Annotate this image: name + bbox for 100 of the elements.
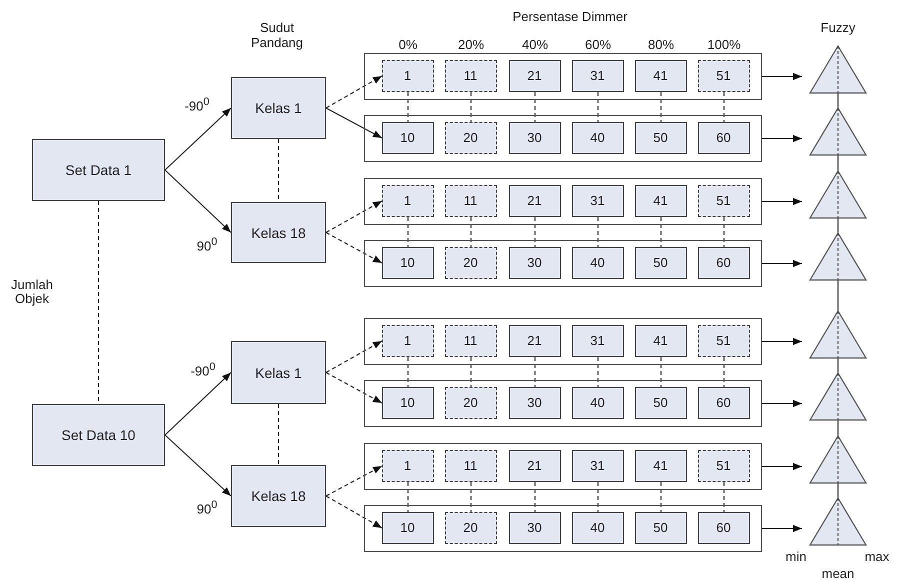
arrow xyxy=(326,76,382,108)
value-box: 31 xyxy=(572,324,624,356)
value-box: 10 xyxy=(382,386,434,418)
arrow xyxy=(762,338,802,346)
arrow xyxy=(326,108,382,138)
connector-line xyxy=(837,420,839,436)
edge-label: 90$^{0}$ xyxy=(196,500,218,516)
triangle-shape xyxy=(810,373,866,420)
connector-line xyxy=(98,201,100,404)
value-box: 31 xyxy=(572,184,624,216)
connector-line xyxy=(660,92,662,122)
connector-line xyxy=(837,93,839,108)
value-box: 40 xyxy=(572,246,624,278)
axis-title: Persentase Dimmer xyxy=(512,10,628,24)
column-label: 100% xyxy=(707,38,741,52)
column-label: 20% xyxy=(458,38,484,52)
value-box: 21 xyxy=(508,184,560,216)
arrow xyxy=(164,434,232,496)
connector-line xyxy=(534,357,536,387)
arrow xyxy=(164,170,232,233)
value-box: 40 xyxy=(572,122,624,154)
arrow xyxy=(762,524,802,532)
value-box: 31 xyxy=(572,60,624,92)
triangle-shape xyxy=(810,311,866,358)
arrow xyxy=(762,72,802,80)
edge-label: 90$^{0}$ xyxy=(196,236,218,254)
connector-line xyxy=(407,217,409,247)
connector-line xyxy=(407,92,409,122)
triangle-shape xyxy=(810,46,866,93)
edge-label: -90$^{0}$ xyxy=(190,362,216,378)
column-label: 0% xyxy=(398,38,418,52)
value-box: 31 xyxy=(572,450,624,482)
connector-line xyxy=(723,482,725,512)
column-title: Sudut Pandang xyxy=(250,21,304,51)
value-box: 51 xyxy=(698,450,750,482)
value-box: 10 xyxy=(382,512,434,544)
connector-line xyxy=(723,92,725,122)
arrow xyxy=(326,466,382,496)
arrow xyxy=(762,198,802,206)
connector-line xyxy=(837,358,839,373)
value-box: 10 xyxy=(382,122,434,154)
connector-line xyxy=(660,217,662,247)
value-box: 1 xyxy=(382,60,434,92)
column-label: 60% xyxy=(584,38,612,52)
value-box: 51 xyxy=(698,324,750,356)
value-box: 11 xyxy=(444,450,496,482)
process-box: Kelas 1 xyxy=(231,77,326,139)
arrow xyxy=(762,260,802,268)
value-box: 50 xyxy=(634,122,686,154)
connector-line xyxy=(837,280,839,311)
arrow xyxy=(762,462,802,470)
row-frame xyxy=(364,53,762,100)
connector-line xyxy=(660,357,662,387)
process-box: Set Data 1 xyxy=(32,139,165,201)
value-box: 20 xyxy=(444,512,496,544)
triangle-shape xyxy=(810,233,866,280)
column-label: 40% xyxy=(522,38,548,52)
value-box: 20 xyxy=(444,246,496,278)
arrow xyxy=(762,400,802,408)
row-frame xyxy=(364,443,762,490)
arrow xyxy=(326,232,382,264)
connector-line xyxy=(660,482,662,512)
connector-line xyxy=(407,357,409,387)
connector-line xyxy=(407,482,409,512)
value-box: 20 xyxy=(444,122,496,154)
connector-line xyxy=(837,155,839,171)
arrow xyxy=(326,200,382,233)
value-box: 21 xyxy=(508,450,560,482)
connector-line xyxy=(278,139,280,202)
value-box: 30 xyxy=(508,512,560,544)
row-frame xyxy=(364,240,762,287)
row-frame xyxy=(364,380,762,427)
connector-line xyxy=(597,357,599,387)
value-box: 50 xyxy=(634,386,686,418)
connector-line xyxy=(837,483,839,498)
column-title: Fuzzy xyxy=(820,20,856,36)
value-box: 10 xyxy=(382,246,434,278)
connector-line xyxy=(534,92,536,122)
process-box: Kelas 18 xyxy=(231,465,326,527)
value-box: 41 xyxy=(634,324,686,356)
connector-line xyxy=(723,217,725,247)
value-box: 40 xyxy=(572,512,624,544)
arrow xyxy=(326,372,382,404)
value-box: 60 xyxy=(698,512,750,544)
value-box: 21 xyxy=(508,324,560,356)
connector-line xyxy=(534,482,536,512)
value-box: 50 xyxy=(634,246,686,278)
connector-line xyxy=(723,357,725,387)
value-box: 11 xyxy=(444,184,496,216)
value-box: 1 xyxy=(382,324,434,356)
value-box: 30 xyxy=(508,246,560,278)
value-box: 1 xyxy=(382,450,434,482)
row-frame xyxy=(364,318,762,365)
row-frame xyxy=(364,115,762,162)
connector-line xyxy=(837,218,839,233)
connector-line xyxy=(534,217,536,247)
triangle-shape xyxy=(810,171,866,218)
axis-label: mean xyxy=(822,566,854,582)
axis-label: max xyxy=(864,550,890,564)
connector-line xyxy=(470,357,472,387)
